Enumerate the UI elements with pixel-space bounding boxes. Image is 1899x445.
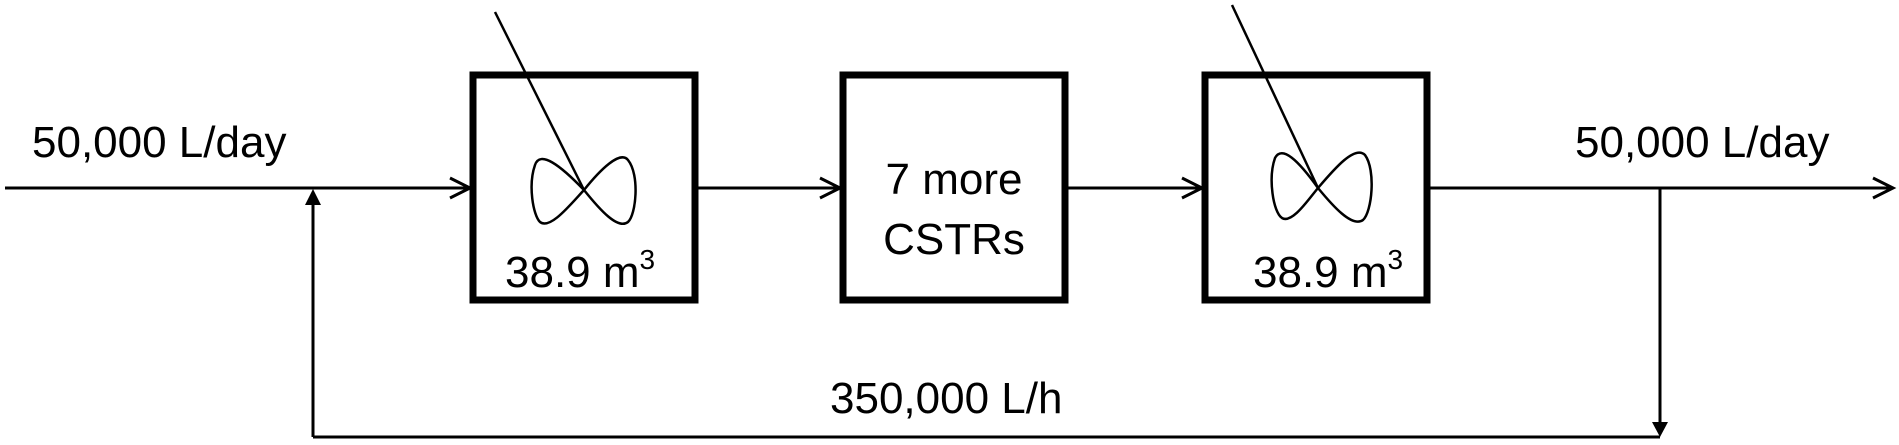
recycle-down-arrowhead — [1652, 422, 1668, 437]
reactor-1-impeller-icon — [493, 11, 637, 225]
reactor-group-line2: CSTRs — [883, 215, 1025, 264]
recycle-flow-label: 350,000 L/h — [830, 374, 1062, 423]
recycle-up-arrowhead — [305, 189, 321, 205]
reactor-3-volume-label: 38.9 m3 — [1253, 244, 1403, 297]
outlet-flow-label: 50,000 L/day — [1575, 118, 1829, 167]
outlet-arrowhead — [1872, 176, 1897, 200]
reactor-3-impeller-icon — [1230, 4, 1373, 223]
reactor-group-line1: 7 more — [886, 155, 1023, 204]
inlet-flow-label: 50,000 L/day — [32, 118, 286, 167]
reactor-1-volume-label: 38.9 m3 — [505, 244, 655, 297]
reactor-group-box — [839, 71, 1069, 304]
reactor-3-box — [1201, 71, 1431, 304]
